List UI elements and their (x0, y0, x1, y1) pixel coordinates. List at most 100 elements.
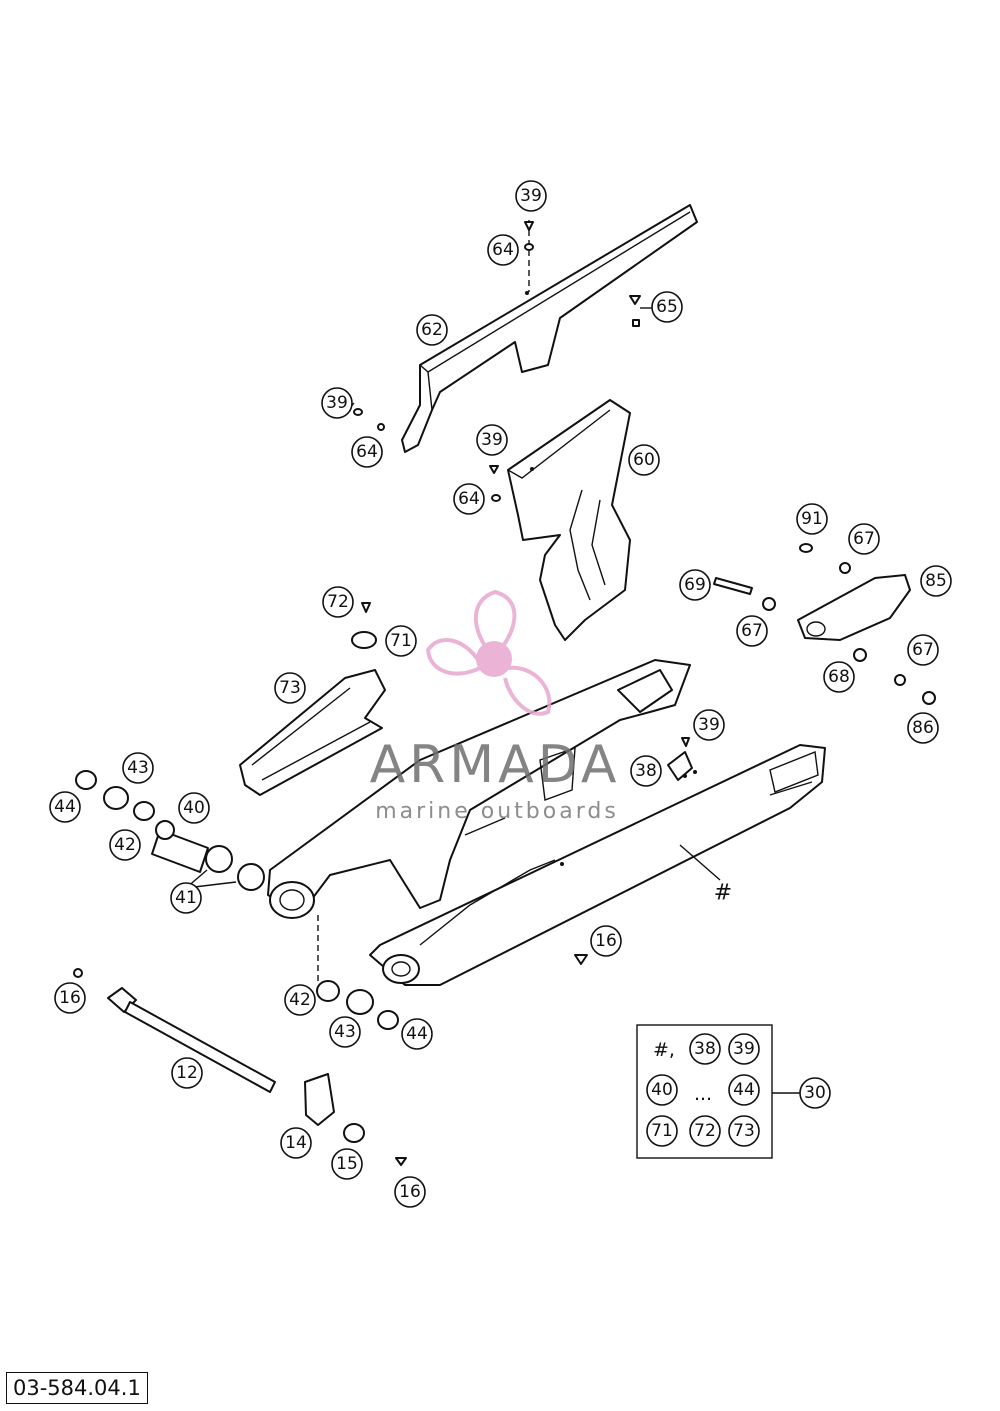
svg-text:62: 62 (421, 320, 443, 340)
svg-text:71: 71 (651, 1121, 673, 1141)
screw-small (524, 221, 534, 231)
svg-text:69: 69 (684, 575, 706, 595)
callout-68: 68 (823, 661, 855, 693)
svg-text:86: 86 (912, 718, 934, 738)
bracket-part-38 (667, 751, 693, 781)
svg-text:44: 44 (733, 1080, 755, 1100)
svg-text:68: 68 (828, 667, 850, 687)
chain-guide-part-62 (401, 204, 698, 453)
callout-44: 44 (49, 791, 81, 823)
bushing-part-41 (205, 845, 233, 873)
washer-small (524, 243, 534, 251)
axle-bolt-part-12 (107, 987, 276, 1093)
seal-part-44 (75, 770, 97, 790)
nut-part-68 (853, 648, 867, 662)
svg-text:85: 85 (925, 571, 947, 591)
callout-64: 64 (351, 436, 383, 468)
svg-text:16: 16 (59, 988, 81, 1008)
svg-text:39: 39 (733, 1039, 755, 1059)
svg-text:40: 40 (183, 798, 205, 818)
seal-part-44 (377, 1010, 399, 1030)
chain-slider-part-73 (239, 669, 386, 796)
callout-39: 39 (321, 387, 353, 419)
washer-small (491, 494, 501, 502)
nut-part-15 (343, 1123, 365, 1143)
legend-item: 44 (728, 1074, 760, 1106)
legend-item: 38 (689, 1033, 721, 1065)
washer-part-42 (133, 801, 155, 821)
callout-16: 16 (54, 982, 86, 1014)
svg-text:73: 73 (279, 678, 301, 698)
chain-guard-part-60 (507, 399, 631, 641)
callout-15: 15 (331, 1148, 363, 1180)
rivet-part-65 (629, 295, 641, 327)
callout-72: 72 (322, 586, 354, 618)
callout-40: 40 (178, 792, 210, 824)
callout-16: 16 (394, 1176, 426, 1208)
sleeve-part-40 (151, 820, 209, 873)
bearing-part-43 (103, 786, 129, 810)
svg-text:38: 38 (635, 761, 657, 781)
svg-text:72: 72 (327, 592, 349, 612)
svg-text:91: 91 (801, 509, 823, 529)
svg-text:38: 38 (694, 1039, 716, 1059)
callout-42: 42 (284, 984, 316, 1016)
chain-adjuster-part-14 (304, 1073, 335, 1126)
callout-73: 73 (274, 672, 306, 704)
callout-44: 44 (401, 1018, 433, 1050)
cap-part-16 (395, 1157, 407, 1166)
svg-text:67: 67 (741, 621, 763, 641)
callout-65: 65 (651, 291, 683, 323)
screw-small (353, 408, 363, 416)
callout-64: 64 (453, 483, 485, 515)
callout-16: 16 (590, 925, 622, 957)
svg-text:64: 64 (458, 489, 480, 509)
svg-text:39: 39 (326, 393, 348, 413)
watermark-tagline: marine outboards (375, 799, 619, 824)
screw-part-72 (361, 602, 371, 613)
callout-86: 86 (907, 712, 939, 744)
screw-part-91 (799, 543, 813, 553)
washer-small (377, 423, 385, 431)
legend-hash: #, (653, 1039, 675, 1061)
callout-39: 39 (515, 180, 547, 212)
svg-text:30: 30 (804, 1083, 826, 1103)
svg-text:40: 40 (651, 1080, 673, 1100)
legend-ellipsis: ... (694, 1083, 712, 1105)
kit-legend-box: #, 38 39 40 ... 44 71 72 73 (636, 1024, 773, 1159)
washer-part-67 (762, 597, 776, 611)
washer-part-67 (894, 674, 906, 686)
callout-67: 67 (907, 634, 939, 666)
legend-item: 72 (689, 1115, 721, 1147)
callout-67: 67 (848, 523, 880, 555)
cap-part-16 (574, 954, 588, 965)
svg-text:15: 15 (336, 1154, 358, 1174)
svg-text:39: 39 (520, 186, 542, 206)
callout-42: 42 (109, 829, 141, 861)
callout-85: 85 (920, 565, 952, 597)
svg-text:16: 16 (595, 931, 617, 951)
svg-text:14: 14 (285, 1133, 307, 1153)
washer-part-67 (839, 562, 851, 574)
callout-12: 12 (171, 1057, 203, 1089)
hash-marker: # (714, 881, 732, 906)
bolt-part-69 (713, 577, 753, 595)
washer-part-42 (316, 980, 340, 1002)
watermark-name: ARMADA (370, 735, 621, 795)
svg-text:41: 41 (175, 888, 197, 908)
callout-43: 43 (122, 752, 154, 784)
svg-text:16: 16 (399, 1182, 421, 1202)
svg-text:73: 73 (733, 1121, 755, 1141)
drawing-code-label: 03-584.04.1 (6, 1372, 148, 1404)
svg-text:44: 44 (54, 797, 76, 817)
callout-14: 14 (280, 1127, 312, 1159)
nut-part-86 (922, 691, 936, 705)
callout-71: 71 (385, 625, 417, 657)
svg-text:43: 43 (127, 758, 149, 778)
callout-64: 64 (487, 234, 519, 266)
callout-60: 60 (628, 444, 660, 476)
screw-small (489, 465, 499, 474)
callout-39: 39 (476, 424, 508, 456)
svg-text:60: 60 (633, 450, 655, 470)
